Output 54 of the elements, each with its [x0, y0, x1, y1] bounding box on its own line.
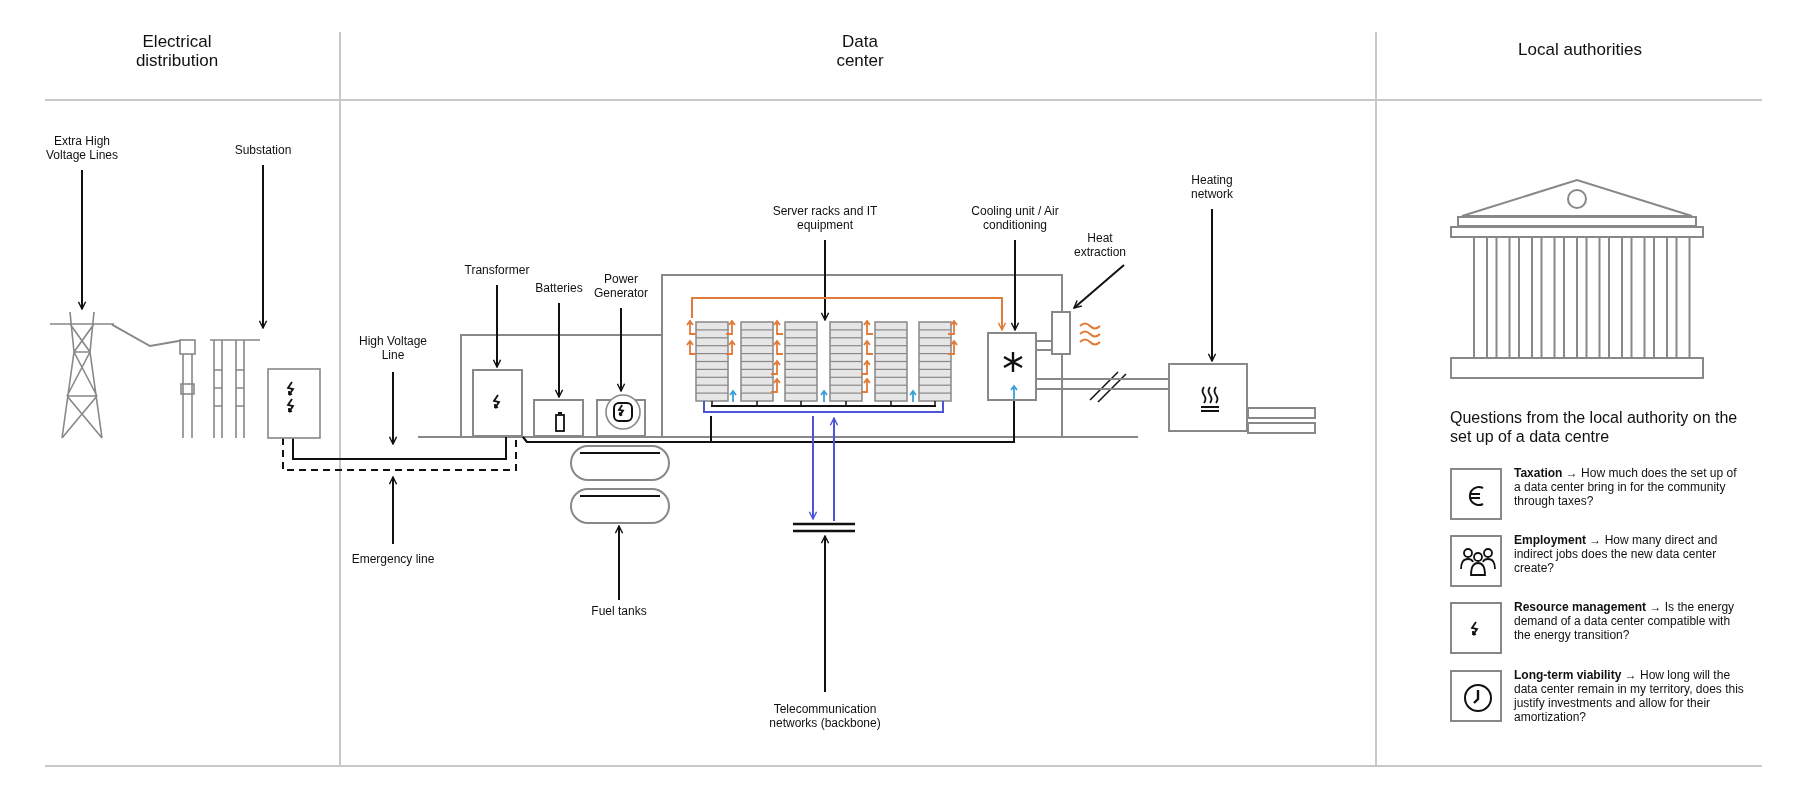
network-junction — [793, 521, 855, 534]
leader-line — [258, 164, 268, 329]
icon-frame — [1450, 602, 1502, 654]
battery-box — [533, 399, 584, 437]
column-heading: Local authorities — [1517, 40, 1643, 59]
callout-label: Server racks and IT equipment — [760, 204, 890, 232]
pipe — [1036, 378, 1169, 390]
callout-label: Cooling unit / Air conditioning — [955, 204, 1075, 232]
fuel-tank — [570, 445, 670, 481]
callout-label: Fuel tanks — [574, 604, 664, 618]
icon-frame — [1450, 468, 1502, 520]
question-text: Taxation → How much does the set up of a data center bring in for the community through taxes? — [1514, 466, 1738, 508]
pipe — [1036, 339, 1052, 351]
power-cable — [110, 323, 181, 348]
icon-frame — [1450, 670, 1502, 722]
leader-line — [614, 525, 624, 601]
leader-line — [616, 307, 626, 392]
leader-line — [77, 169, 87, 310]
column-heading: Electrical distribution — [134, 32, 220, 70]
power-line — [282, 436, 517, 471]
question-text: Employment → How many direct and indirect jobs does the new data center create? — [1514, 533, 1719, 575]
leader-line — [388, 476, 398, 545]
section-heading: Questions from the local authority on the set up of a data centre — [1450, 408, 1739, 446]
power-line — [292, 436, 507, 460]
leader-line — [1073, 264, 1125, 309]
leader-line — [492, 284, 502, 368]
callout-label: Heat extraction — [1070, 231, 1130, 259]
leader-line — [388, 371, 398, 445]
callout-label: Substation — [223, 143, 303, 157]
callout-label: Heating network — [1182, 173, 1242, 201]
heat-extractor-box — [1051, 311, 1071, 355]
leader-line — [554, 302, 564, 398]
callout-label: Emergency line — [338, 552, 448, 566]
callout-label: Extra High Voltage Lines — [37, 134, 127, 162]
icon-frame — [1450, 535, 1502, 587]
question-text: Long-term viability → How long will the data center remain in my territory, does this justify investments and allow for their amortization? — [1514, 668, 1744, 724]
heating-network-box — [1168, 363, 1248, 432]
column-heading: Data center — [835, 32, 885, 70]
arrow — [829, 417, 839, 522]
transformer-box — [472, 369, 523, 437]
leader-line — [1010, 239, 1020, 331]
fuel-tank — [570, 488, 670, 524]
power-line — [522, 400, 1015, 443]
arrow — [808, 415, 818, 520]
callout-label: Telecommunication networks (backbone) — [768, 702, 882, 730]
leader-line — [820, 535, 830, 693]
cooling-unit-box — [987, 332, 1037, 401]
question-text: Resource management → Is the energy demand of a data center compatible with the energy transition? — [1514, 600, 1736, 642]
leader-line — [1207, 208, 1217, 362]
leader-line — [820, 239, 830, 321]
callout-label: High Voltage Line — [348, 334, 438, 362]
callout-label: Transformer — [457, 263, 537, 277]
pylon-drawing — [48, 312, 116, 438]
callout-label: Batteries — [524, 281, 594, 295]
